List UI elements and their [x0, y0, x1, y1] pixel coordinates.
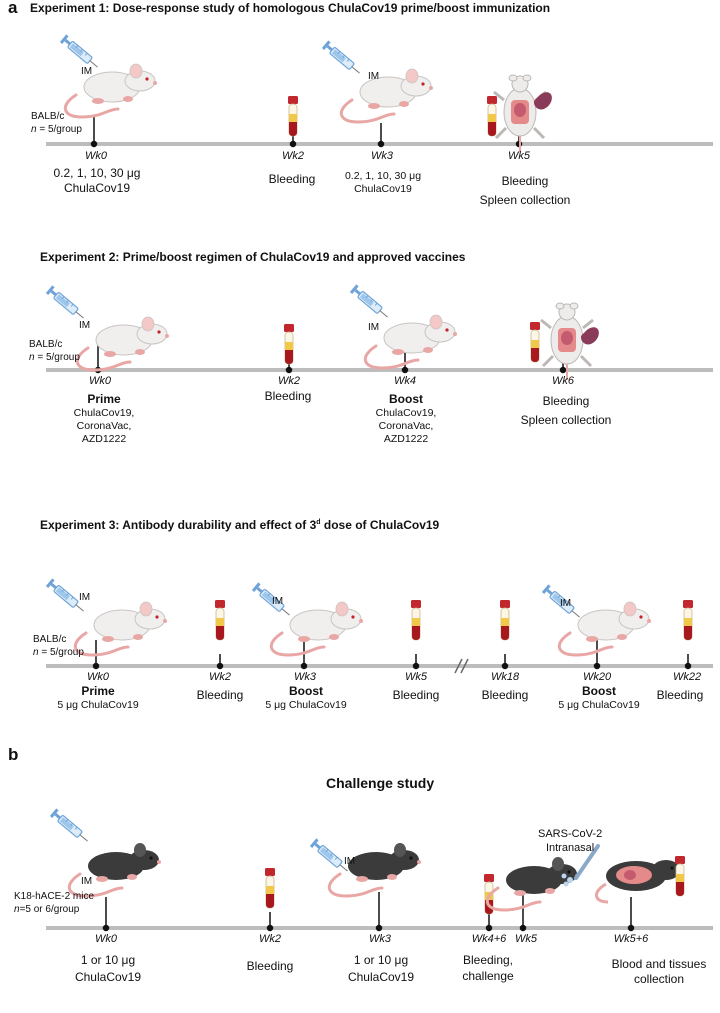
exp2-spleen-icon — [580, 327, 599, 345]
exp3-ticks — [92, 640, 692, 670]
exp2-wk6: Wk6 — [552, 375, 574, 387]
exp3-wk2: Wk2 — [209, 671, 231, 683]
exp3-mouse-icon-2 — [269, 600, 365, 657]
challenge-strain: K18-hACE-2 mice — [14, 891, 95, 902]
exp3-wk20: Wk20 — [582, 671, 612, 683]
exp1-im-label-2: IM — [368, 71, 380, 82]
exp3-wk18-label: Bleeding — [481, 688, 529, 702]
challenge-syringe-icon-1 — [49, 807, 92, 846]
exp1-syringe-icon-2 — [321, 39, 364, 78]
challenge-wk4-6: Wk4+6 — [471, 933, 507, 945]
challenge-mouse-icon-1 — [67, 841, 163, 898]
exp2-mouse-icon-1 — [75, 315, 171, 372]
exp3-im-label-1: IM — [79, 592, 91, 603]
exp1-title: Experiment 1: Dose-response study of hom… — [30, 1, 551, 15]
exp2-wk2: Wk2 — [278, 375, 300, 387]
exp3-im-label-3: IM — [560, 598, 572, 609]
challenge-blood-tube-icon-3 — [674, 855, 686, 897]
challenge-title: Challenge study — [326, 775, 435, 791]
exp3-mouse-icon-1 — [73, 600, 169, 657]
exp1-wk3: Wk3 — [371, 150, 393, 162]
exp3-wk5: Wk5 — [405, 671, 427, 683]
exp2-group-size: n = 5/group — [29, 352, 80, 363]
exp3-strain: BALB/c — [33, 634, 67, 645]
exp3-wk3: Wk3 — [294, 671, 316, 683]
exp3-blood-tube-icon-3 — [499, 599, 511, 641]
challenge-ticks — [102, 892, 635, 932]
challenge-blood-tube-icon-1 — [264, 867, 276, 909]
challenge-group-info: K18-hACE-2 mice n=5 or 6/group — [14, 890, 94, 916]
exp1-strain: BALB/c — [31, 111, 65, 122]
exp1-im-label-1: IM — [81, 66, 93, 77]
exp1-blood-tube-icon-1 — [287, 95, 299, 137]
challenge-wk5-6: Wk5+6 — [613, 933, 649, 945]
challenge-im-label-1: IM — [81, 876, 93, 887]
exp3-wk22: Wk22 — [672, 671, 702, 683]
exp3-wk5-label: Bleeding — [392, 688, 440, 702]
exp1-group-size: n = 5/group — [31, 124, 82, 135]
exp3-group-size: n = 5/group — [33, 647, 84, 658]
exp2-im-label-1: IM — [79, 320, 91, 331]
challenge-wk5: Wk5 — [515, 933, 537, 945]
exp2-syringe-icon-1 — [45, 284, 88, 323]
exp3-blood-tube-icon-1 — [214, 599, 226, 641]
exp2-wk4: Wk4 — [394, 375, 416, 387]
exp1-wk2-label: Bleeding — [268, 172, 316, 186]
challenge-wk0: Wk0 — [95, 933, 117, 945]
exp3-blood-tube-icon-2 — [410, 599, 422, 641]
exp2-blood-tube-icon-1 — [283, 323, 295, 365]
challenge-dissected-mouse-icon — [594, 858, 682, 904]
challenge-im-label-2: IM — [344, 856, 356, 867]
exp3-wk0: Wk0 — [87, 671, 109, 683]
challenge-wk2-label: Bleeding — [246, 959, 294, 973]
exp1-spleen-icon — [533, 92, 552, 110]
exp3-blood-tube-icon-4 — [682, 599, 694, 641]
exp1-wk0: Wk0 — [85, 150, 107, 162]
exp1-blood-tube-icon-2 — [486, 95, 498, 137]
exp3-wk22-label: Bleeding — [656, 688, 704, 702]
exp1-wk2: Wk2 — [282, 150, 304, 162]
exp3-group-info: BALB/c n = 5/group — [33, 633, 84, 659]
challenge-wk4-6-label: Bleeding,challenge — [462, 953, 514, 984]
panel-label-b: b — [8, 745, 19, 764]
axis-break-icon — [454, 658, 469, 674]
exp2-group-info: BALB/c n = 5/group — [29, 338, 80, 364]
panel-label-a: a — [8, 0, 18, 17]
exp2-title: Experiment 2: Prime/boost regimen of Chu… — [40, 250, 466, 264]
exp2-im-label-2: IM — [368, 322, 380, 333]
exp1-dissected-mouse-icon — [492, 73, 548, 154]
exp1-wk5: Wk5 — [508, 150, 530, 162]
exp1-group-info: BALB/c n = 5/group — [31, 110, 82, 136]
exp3-title: Experiment 3: Antibody durability and ef… — [40, 518, 440, 532]
exp3-wk18: Wk18 — [490, 671, 520, 683]
challenge-group-size: n=5 or 6/group — [14, 904, 80, 915]
challenge-mouse-icon-2 — [327, 841, 423, 898]
exp2-strain: BALB/c — [29, 339, 63, 350]
exp2-wk2-label: Bleeding — [264, 389, 312, 403]
exp2-wk0: Wk0 — [89, 375, 111, 387]
challenge-wk2: Wk2 — [259, 933, 281, 945]
exp3-wk2-label: Bleeding — [196, 688, 244, 702]
exp3-im-label-2: IM — [272, 596, 284, 607]
exp2-syringe-icon-2 — [349, 283, 392, 322]
exp1-ticks — [90, 116, 523, 148]
challenge-wk3: Wk3 — [369, 933, 391, 945]
nasal-dropper-icon — [561, 844, 600, 887]
exp1-mouse-icon-2 — [339, 67, 435, 124]
exp2-blood-tube-icon-2 — [529, 321, 541, 363]
